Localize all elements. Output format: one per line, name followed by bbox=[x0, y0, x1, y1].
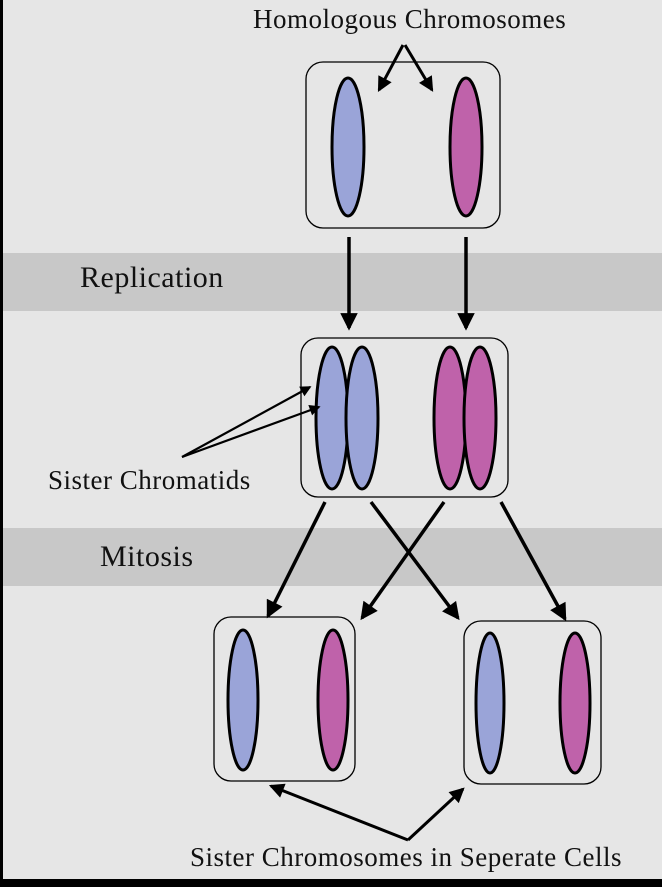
sister-chromatids-label: Sister Chromatids bbox=[48, 465, 251, 495]
title-arrow-left bbox=[377, 44, 405, 92]
daughter-right-chromosome-blue bbox=[474, 631, 506, 775]
sister-chromosomes-arrow-right bbox=[406, 787, 465, 842]
replication-label: Replication bbox=[80, 261, 224, 294]
sister-chromatid-pink-2 bbox=[462, 345, 498, 491]
title-arrow-right bbox=[403, 44, 434, 92]
replication-band bbox=[0, 253, 662, 311]
parent-chromosome-blue bbox=[330, 76, 366, 218]
sister-chromatid-blue-1 bbox=[314, 345, 350, 491]
sister-chromatid-blue-2 bbox=[344, 345, 380, 491]
mitosis-label: Mitosis bbox=[100, 540, 194, 573]
homologous-chromosomes-label: Homologous Chromosomes bbox=[253, 4, 567, 34]
daughter-left-chromosome-blue bbox=[226, 628, 260, 772]
sister-chromatids-arrow-upper bbox=[181, 386, 312, 458]
daughter-cell-right-box bbox=[463, 620, 602, 785]
parent-cell-box bbox=[305, 61, 501, 229]
daughter-left-chromosome-pink bbox=[316, 628, 350, 772]
sister-chromosomes-arrow-left bbox=[268, 783, 409, 842]
sister-chromatids-arrow-lower bbox=[181, 405, 321, 459]
parent-chromosome-pink bbox=[448, 76, 484, 218]
daughter-cell-left-box bbox=[213, 616, 356, 782]
left-border bbox=[0, 0, 3, 887]
daughter-right-chromosome-pink bbox=[558, 631, 592, 775]
bottom-border bbox=[0, 879, 662, 887]
sister-chromatid-pink-1 bbox=[432, 345, 468, 491]
replicated-cell-box bbox=[300, 337, 509, 498]
sister-chromosomes-label: Sister Chromosomes in Seperate Cells bbox=[190, 842, 622, 872]
